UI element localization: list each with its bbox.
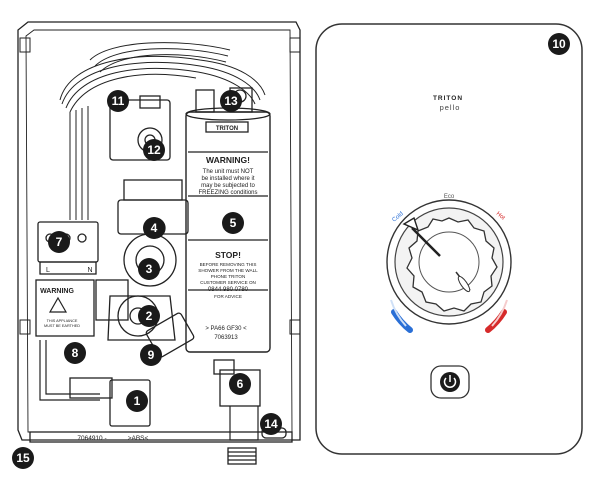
callout-7: 7 <box>48 231 70 253</box>
callout-1: 1 <box>126 390 148 412</box>
warning-line-2: be installed where it <box>201 176 254 182</box>
earth-warning-panel <box>35 279 95 337</box>
warning-line-4: FREEZING conditions <box>198 190 257 196</box>
cover-model: pello <box>440 103 461 112</box>
cover-brand: TRITON <box>433 95 463 102</box>
stop-line-6: FOR ADVICE <box>214 294 242 299</box>
earth-warning-line-2: MUST BE EARTHED <box>44 324 80 328</box>
terminal-label-n: N <box>87 267 92 274</box>
stop-line-4: CUSTOMER SERVICE ON <box>200 280 256 285</box>
power-icon <box>443 375 457 389</box>
callout-3: 3 <box>138 258 160 280</box>
stop-line-2: SHOWER FROM THE WALL <box>198 268 258 273</box>
callout-12: 12 <box>143 139 165 161</box>
heater-tank <box>185 111 271 353</box>
callout-10: 10 <box>548 33 570 55</box>
callout-14: 14 <box>260 413 282 435</box>
callout-15: 15 <box>12 447 34 469</box>
earth-warning-title: WARNING <box>40 288 74 295</box>
callout-5: 5 <box>222 212 244 234</box>
stop-line-5: 0844 980 0780 <box>208 287 249 293</box>
dial-label-eco: Eco <box>444 194 455 200</box>
dial-label-hot: Hot <box>495 211 506 222</box>
callout-11: 11 <box>107 90 129 112</box>
callout-13: 13 <box>220 90 242 112</box>
callout-6: 6 <box>229 373 251 395</box>
temperature-dial[interactable] <box>386 199 512 325</box>
warning-line-1: The unit must NOT <box>203 169 254 175</box>
warning-line-3: may be subjected to <box>201 183 255 189</box>
base-code: 7064910 - <box>77 435 106 442</box>
earth-warning-line-1: THIS APPLIANCE <box>47 319 78 323</box>
tank-code-2: 7063913 <box>214 335 238 341</box>
tank-brand: TRITON <box>216 126 238 132</box>
callout-4: 4 <box>143 217 165 239</box>
callout-9: 9 <box>140 344 162 366</box>
stop-line-1: BEFORE REMOVING THIS <box>200 262 257 267</box>
internal-text: TRITON WARNING! The unit must NOT be ins… <box>40 126 258 442</box>
power-button[interactable] <box>430 365 470 399</box>
callout-8: 8 <box>64 342 86 364</box>
terminal-label-l: L <box>46 267 50 274</box>
unit-case-outline <box>17 21 301 441</box>
internal-unit <box>17 21 301 465</box>
warning-title: WARNING! <box>206 155 250 165</box>
stop-title: STOP! <box>215 250 241 260</box>
stop-line-3: PHONE TRITON <box>211 274 246 279</box>
front-cover: TRITON pello Cold Eco Hot <box>315 23 583 455</box>
callout-2: 2 <box>138 305 160 327</box>
base-material: >ABS< <box>128 435 149 442</box>
tank-code-1: > PA66 GF30 < <box>205 326 247 332</box>
